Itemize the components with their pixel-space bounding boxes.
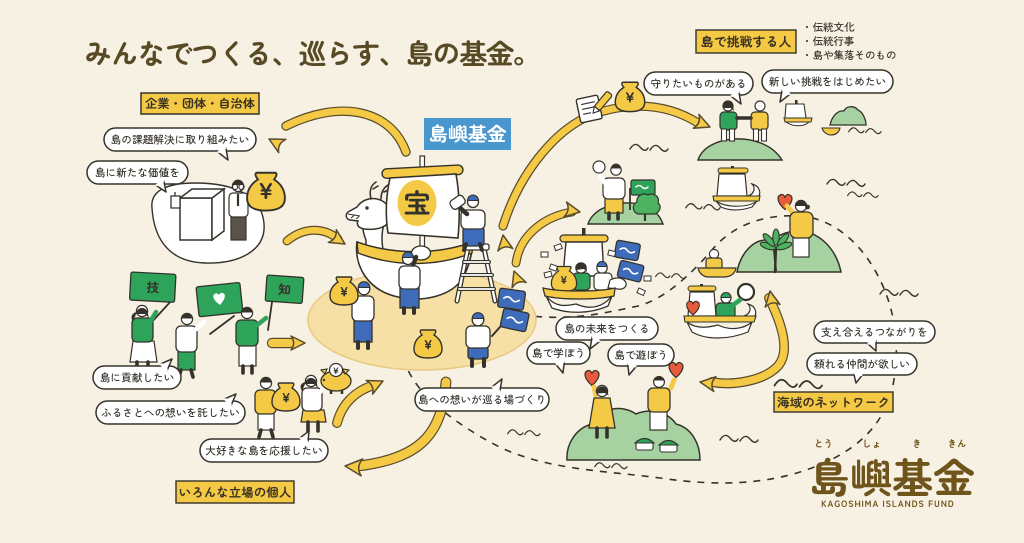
svg-text:島に新たな価値を: 島に新たな価値を [95, 165, 181, 180]
svg-text:¥: ¥ [282, 388, 290, 407]
svg-text:・伝統文化: ・伝統文化 [802, 20, 855, 35]
svg-text:島で学ぼう: 島で学ぼう [532, 346, 585, 361]
svg-text:しょ: しょ [862, 436, 881, 450]
svg-text:島に貢献したい: 島に貢献したい [100, 370, 175, 385]
svg-text:島で挑戦する人: 島で挑戦する人 [700, 32, 791, 51]
svg-text:とう: とう [814, 436, 833, 450]
svg-text:¥: ¥ [561, 272, 568, 288]
svg-text:いろんな立場の個人: いろんな立場の個人 [179, 482, 292, 501]
svg-text:¥: ¥ [424, 335, 432, 354]
svg-text:知: 知 [277, 279, 291, 299]
svg-text:企業・団体・自治体: 企業・団体・自治体 [145, 94, 255, 112]
svg-text:島の課題解決に取り組みたい: 島の課題解決に取り組みたい [111, 132, 250, 147]
svg-text:支え合えるつながりを: 支え合えるつながりを [821, 325, 928, 340]
svg-text:島の未来をつくる: 島の未来をつくる [564, 321, 650, 336]
svg-text:島嶼基金: 島嶼基金 [428, 118, 507, 147]
svg-text:島嶼基金: 島嶼基金 [809, 445, 975, 505]
svg-text:島で遊ぼう: 島で遊ぼう [614, 348, 667, 363]
svg-text:・伝統行事: ・伝統行事 [802, 34, 855, 49]
svg-text:ふるさとへの想いを託したい: ふるさとへの想いを託したい [101, 405, 240, 420]
svg-text:きん: きん [947, 436, 966, 450]
svg-text:¥: ¥ [626, 87, 635, 108]
svg-text:島への想いが巡る場づくり: 島への想いが巡る場づくり [418, 392, 546, 407]
svg-text:守りたいものがある: 守りたいものがある [650, 76, 746, 91]
svg-text:海域のネットワーク: 海域のネットワーク [777, 392, 890, 411]
svg-text:き: き [912, 436, 922, 450]
svg-text:・島や集落そのもの: ・島や集落そのもの [802, 48, 897, 63]
svg-text:みんなでつくる、巡らす、島の基金。: みんなでつくる、巡らす、島の基金。 [84, 33, 540, 73]
svg-text:¥: ¥ [340, 282, 348, 301]
svg-text:¥: ¥ [259, 172, 273, 206]
svg-text:¥: ¥ [332, 364, 338, 377]
svg-text:KAGOSHIMA ISLANDS FUND: KAGOSHIMA ISLANDS FUND [821, 497, 955, 510]
svg-text:宝: 宝 [404, 182, 431, 221]
svg-text:技: 技 [146, 277, 160, 297]
svg-text:頼れる仲間が欲しい: 頼れる仲間が欲しい [814, 357, 910, 372]
svg-text:新しい挑戦をはじめたい: 新しい挑戦をはじめたい [769, 74, 887, 89]
svg-text:大好きな島を応援したい: 大好きな島を応援したい [205, 443, 323, 458]
